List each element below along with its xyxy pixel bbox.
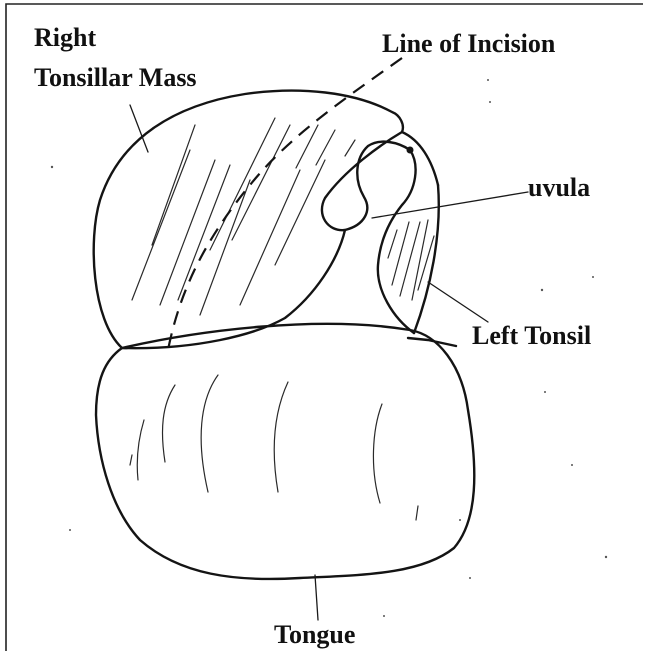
leader-tongue [315,575,318,620]
tongue-surface-lines [130,375,418,520]
label-left-tonsil: Left Tonsil [472,321,591,350]
label-tongue: Tongue [274,620,355,649]
leader-left-tonsil [428,282,488,322]
right-tonsillar-mass-outline [94,91,403,349]
uvula-top-mark [407,147,414,154]
label-right-tonsillar-mass-line2: Tonsillar Mass [34,63,197,92]
soft-palate-outline [402,132,438,185]
label-uvula: uvula [528,173,590,202]
right-tonsillar-mass-hatching [132,118,355,315]
leader-uvula [372,192,528,218]
label-line-of-incision: Line of Incision [382,29,556,58]
tongue-outline [96,324,474,579]
label-right-tonsillar-mass-line1: Right [34,23,96,52]
